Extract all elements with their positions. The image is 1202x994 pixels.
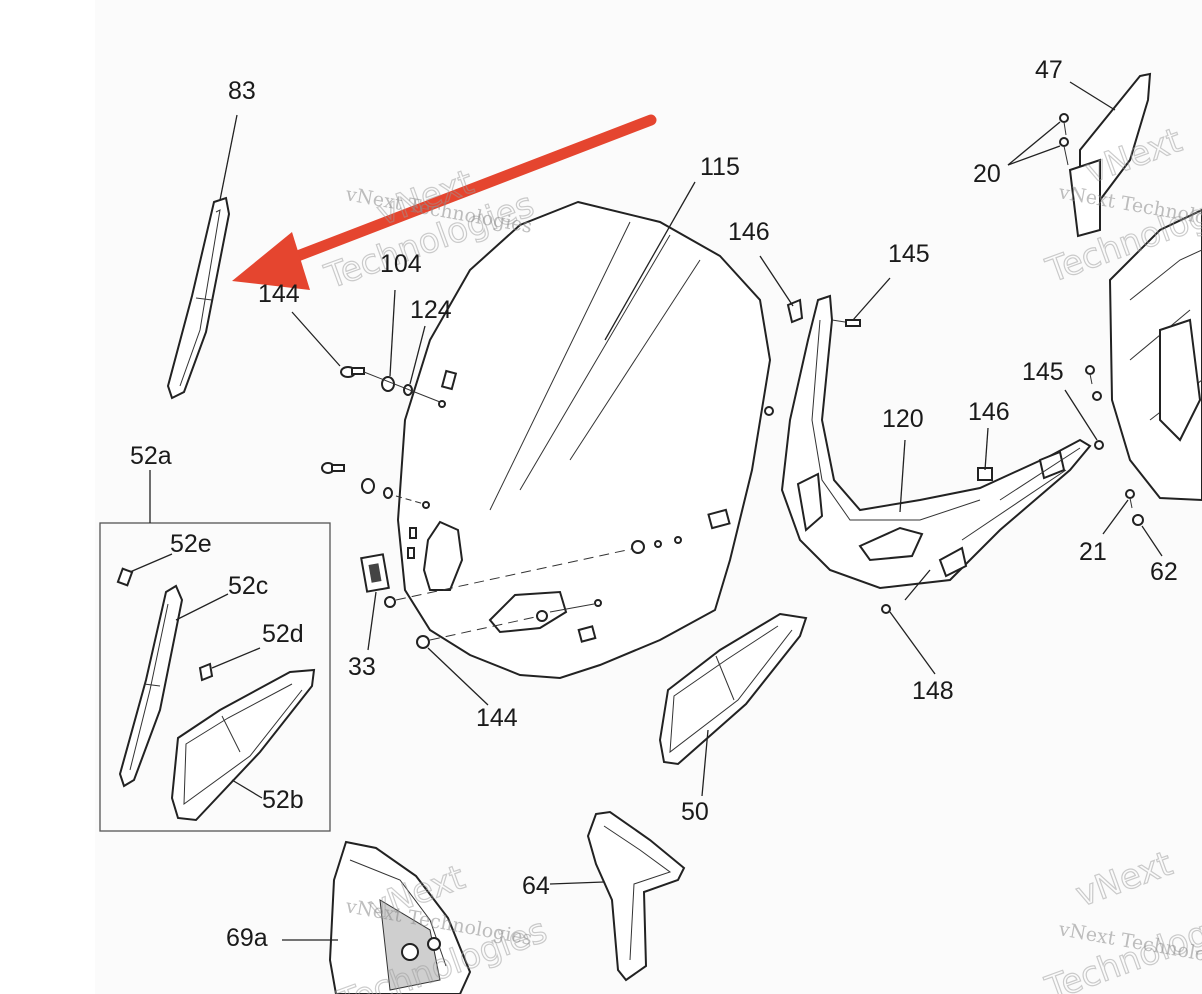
callout-62: 62 (1150, 558, 1178, 586)
callout-52e: 52e (170, 530, 212, 558)
part-69a-assembly (282, 840, 472, 994)
callout-52b: 52b (262, 786, 304, 814)
callout-124: 124 (410, 296, 452, 324)
callout-47: 47 (1035, 56, 1063, 84)
callout-146: 146 (968, 398, 1010, 426)
callout-labels: 83 115 104 124 144 146 145 47 20 52a 52e… (130, 56, 1178, 952)
callout-20: 20 (973, 160, 1001, 188)
callout-52c: 52c (228, 572, 268, 600)
part-33-bracket (360, 536, 682, 706)
callout-52a: 52a (130, 442, 172, 470)
kit-52a-box (99, 470, 331, 832)
part-115-windscreen (396, 181, 772, 680)
callout-33: 33 (348, 653, 376, 681)
highlight-arrow (232, 114, 657, 290)
callout-145: 145 (1022, 358, 1064, 386)
callout-144: 144 (258, 280, 300, 308)
callout-64: 64 (522, 872, 550, 900)
callout-69a: 69a (226, 924, 268, 952)
part-83-deflector (166, 114, 238, 400)
callout-50: 50 (681, 798, 709, 826)
callout-148: 148 (912, 677, 954, 705)
hardware-104-124-144 (291, 289, 446, 509)
part-47-housing (1007, 72, 1202, 557)
callout-115: 115 (700, 153, 740, 181)
callout-145: 145 (888, 240, 930, 268)
callout-83: 83 (228, 77, 256, 105)
callout-52d: 52d (262, 620, 304, 648)
callout-104: 104 (380, 250, 422, 278)
callout-144: 144 (476, 704, 518, 732)
part-64-cover (549, 810, 686, 982)
part-50-deflector (658, 612, 808, 797)
callout-120: 120 (882, 405, 924, 433)
callout-21: 21 (1079, 538, 1107, 566)
callout-146: 146 (728, 218, 770, 246)
part-120-frame (759, 255, 1104, 675)
